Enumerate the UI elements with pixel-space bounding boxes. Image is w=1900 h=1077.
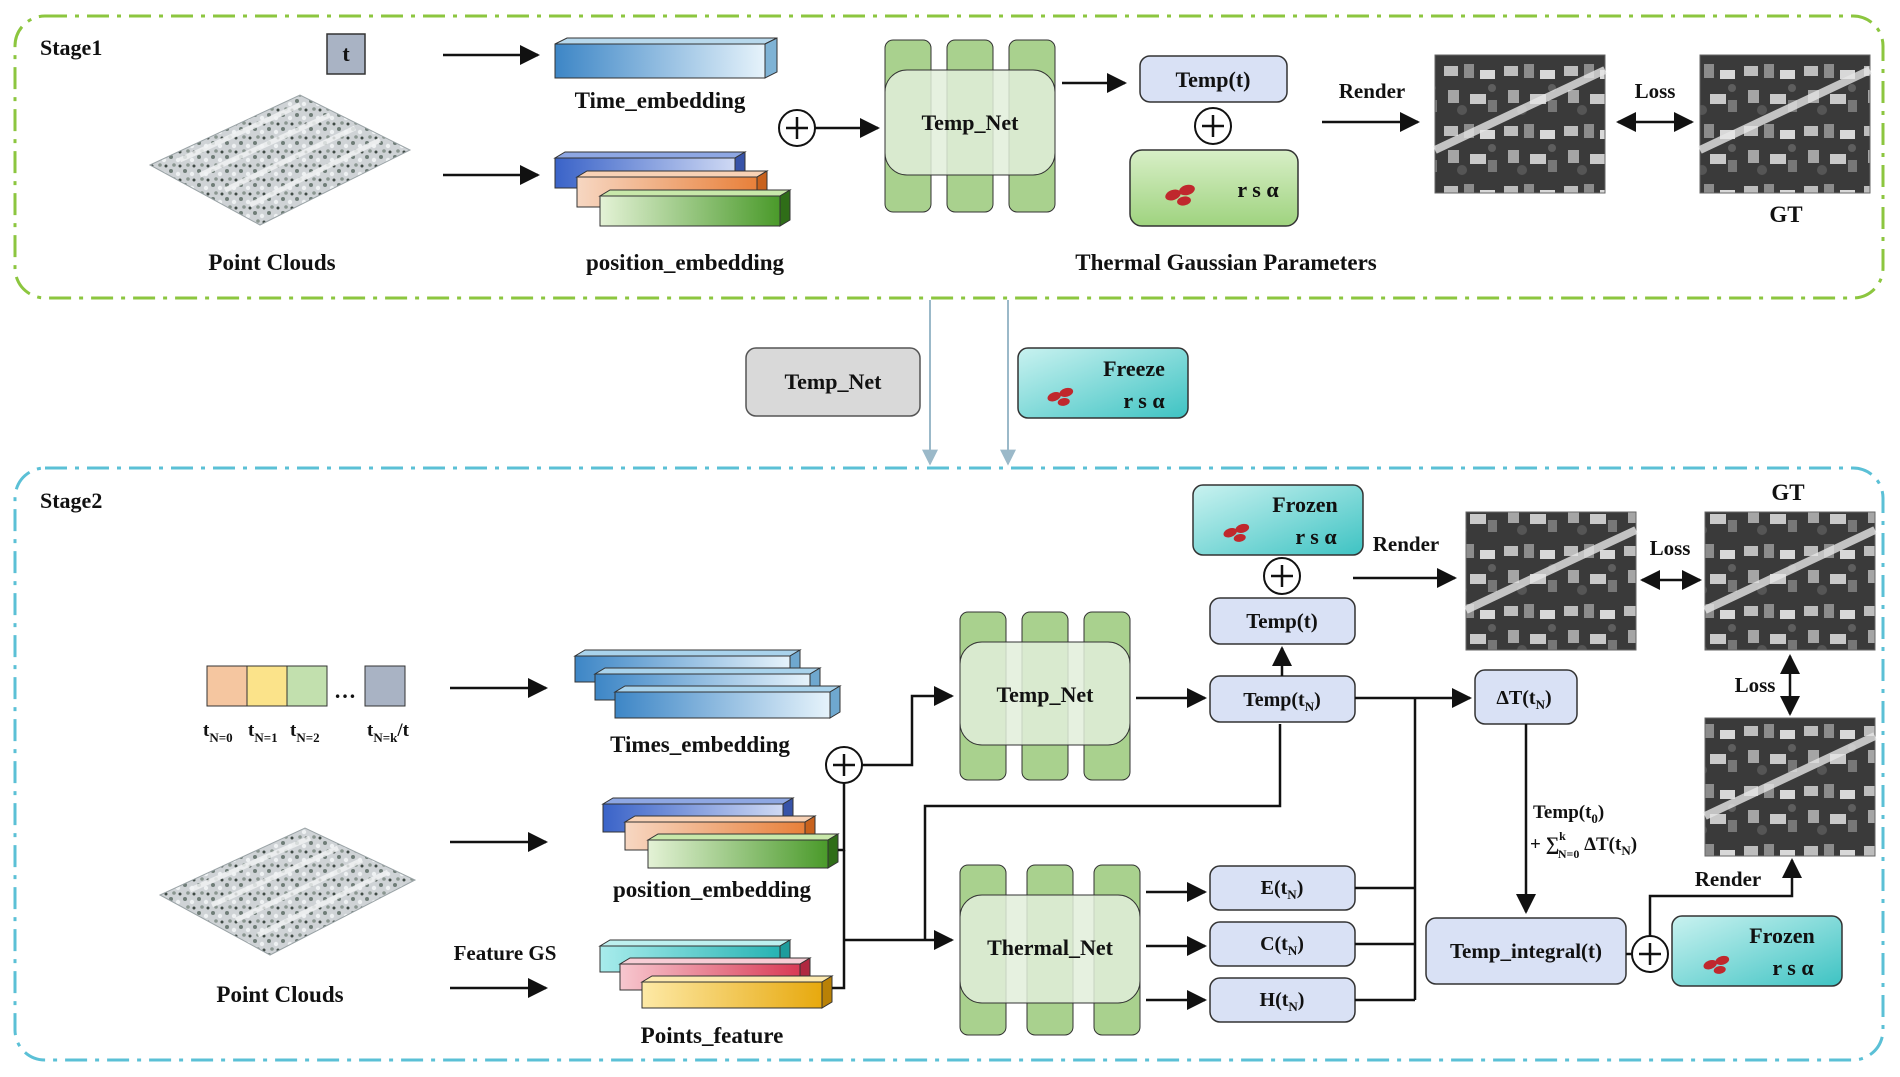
loss-label-s2-h: Loss	[1650, 536, 1691, 560]
temp-t-box-s1	[1139, 55, 1288, 103]
time-embedding-bar	[554, 37, 778, 79]
temp-t-box-s2	[1209, 597, 1356, 645]
stage2-frame	[13, 466, 1885, 1062]
render-label-s2-bottom: Render	[1695, 867, 1762, 891]
plus-node-s2-top	[1263, 557, 1301, 595]
plus-node-s1b	[1194, 107, 1232, 145]
h-tn-label: H(tN)	[1260, 989, 1305, 1014]
param-box-s1	[1129, 149, 1299, 227]
loss-label-s2-v: Loss	[1735, 673, 1776, 697]
arrow-render-s2-bottom	[1648, 858, 1802, 936]
temp-net-transfer-box	[745, 347, 921, 417]
frozen-box-bottom	[1671, 915, 1843, 987]
param-label-s1: r s α	[1237, 177, 1279, 202]
temp-t-label-s1: Temp(t)	[1176, 67, 1251, 92]
temp-tn-label: Temp(tN)	[1243, 689, 1321, 714]
point-clouds-label-s1: Point Clouds	[208, 250, 335, 275]
freeze-label: Freeze	[1103, 356, 1165, 381]
conn-plus-to-tempnet	[862, 686, 954, 767]
temp-net-transfer-label: Temp_Net	[785, 369, 883, 394]
frozen-label-bottom: Frozen	[1749, 923, 1815, 948]
plus-node-s1	[778, 109, 816, 147]
time-token-1	[246, 665, 288, 707]
stage1-frame	[13, 14, 1885, 300]
position-embedding-label-s1: position_embedding	[586, 250, 785, 275]
tn1-label: tN=1	[248, 720, 278, 745]
times-embedding-stack	[573, 649, 842, 719]
tn0-label: tN=0	[203, 720, 233, 745]
plus-node-s2	[825, 746, 863, 784]
point-cloud-stage2	[158, 827, 417, 956]
temp-integral-label: Temp_integral(t)	[1450, 939, 1602, 963]
gt-label-s1: GT	[1769, 202, 1802, 227]
point-clouds-label-s2: Point Clouds	[216, 982, 343, 1007]
conn-pos-to-bus	[838, 783, 846, 852]
freeze-params-label: r s α	[1123, 388, 1165, 413]
gt-label-s2: GT	[1771, 480, 1804, 505]
time-token-ellipsis: …	[334, 678, 356, 703]
points-feature-stack	[598, 939, 834, 1009]
temp-net-label-s1: Temp_Net	[922, 110, 1020, 135]
frozen-params-top: r s α	[1295, 524, 1337, 549]
position-embedding-label-s2: position_embedding	[613, 877, 812, 902]
t-input-label: t	[342, 41, 350, 66]
stage2-title: Stage2	[40, 488, 102, 513]
render-label-s2-top: Render	[1373, 532, 1440, 556]
integral-formula-line1: Temp(t0)	[1533, 802, 1604, 826]
tnk-label: tN=k/t	[367, 720, 410, 745]
tn2-label: tN=2	[290, 720, 320, 745]
points-feature-label: Points_feature	[641, 1023, 784, 1048]
frozen-params-bottom: r s α	[1772, 955, 1814, 980]
render-image-s2-top	[1465, 511, 1637, 651]
delta-t-label: ΔT(tN)	[1496, 687, 1551, 712]
position-embedding-stack-s2	[601, 797, 840, 869]
thermal-net-label: Thermal_Net	[987, 935, 1114, 960]
feature-gs-label: Feature GS	[454, 941, 557, 965]
render-image-s1	[1434, 54, 1606, 194]
position-embedding-stack-s1	[553, 151, 792, 227]
time-token-k	[364, 665, 406, 707]
thermal-gaussian-params-label: Thermal Gaussian Parameters	[1075, 250, 1377, 275]
time-token-2	[286, 665, 328, 707]
gt-image-s2	[1704, 511, 1876, 651]
time-embedding-label: Time_embedding	[575, 88, 746, 113]
render-image-s2-bottom	[1704, 717, 1876, 857]
t-input-box	[326, 33, 366, 75]
point-cloud-stage1	[148, 94, 412, 226]
temp-net-s1	[884, 39, 1056, 213]
loss-label-s1: Loss	[1635, 79, 1676, 103]
thermal-net	[959, 864, 1141, 1036]
render-label-s1: Render	[1339, 79, 1406, 103]
gt-image-s1	[1699, 54, 1871, 194]
c-tn-label: C(tN)	[1260, 933, 1304, 958]
e-tn-label: E(tN)	[1261, 877, 1304, 902]
temp-net-s2	[959, 611, 1131, 781]
time-token-0	[206, 665, 248, 707]
stage1-title: Stage1	[40, 35, 102, 60]
plus-node-s2-bottom	[1631, 935, 1669, 973]
times-embedding-label: Times_embedding	[610, 732, 790, 757]
conn-temp-tn-feedback	[923, 724, 1282, 940]
frozen-label-top: Frozen	[1272, 492, 1338, 517]
temp-net-label-s2: Temp_Net	[997, 682, 1095, 707]
temp-integral-box	[1425, 917, 1627, 985]
temp-t-label-s2: Temp(t)	[1246, 609, 1318, 633]
conn-feat-to-bus	[832, 850, 846, 990]
